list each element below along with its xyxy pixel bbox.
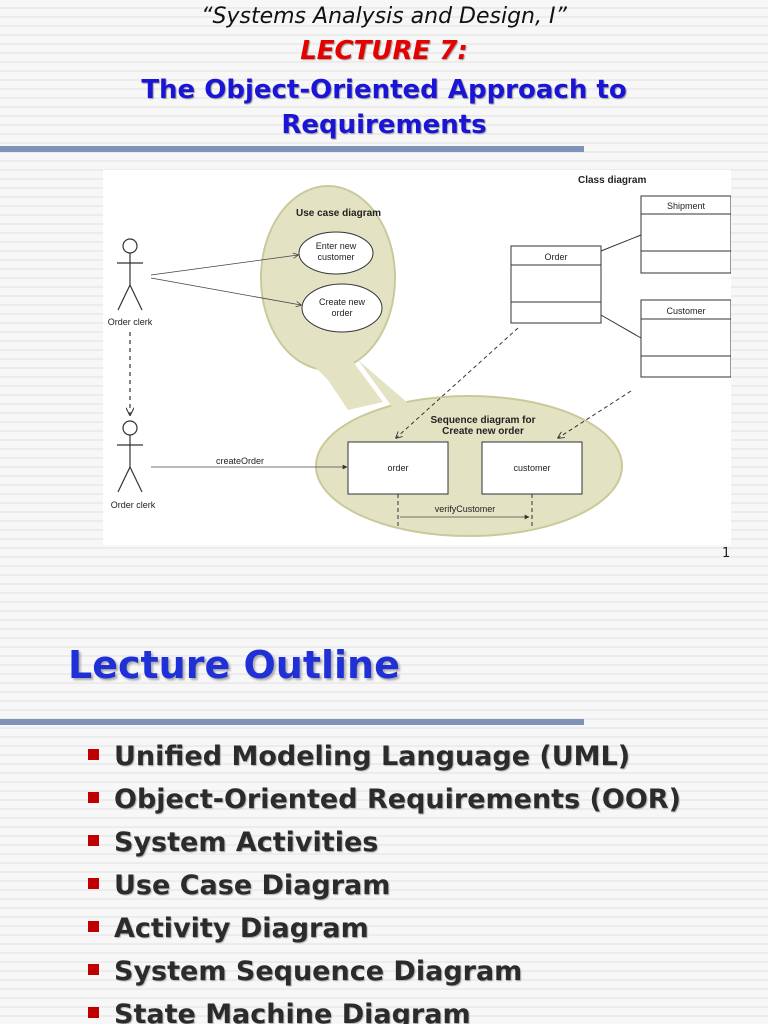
class-diagram-label: Class diagram (578, 175, 646, 186)
lifeline-order-name: order (387, 463, 408, 473)
use-case-create-new-order: Create new order (301, 283, 383, 333)
trace-customer-to-sequence (558, 390, 632, 438)
bullet-square-icon (88, 878, 99, 889)
actor-label-top: Order clerk (108, 317, 153, 327)
bullet-square-icon (88, 1007, 99, 1018)
outline-item: System Sequence Diagram (84, 956, 681, 999)
class-order-name: Order (544, 252, 567, 262)
outline-item: System Activities (84, 827, 681, 870)
message-create-order-label: createOrder (216, 456, 264, 466)
sequence-label-line1: Sequence diagram for (430, 415, 535, 426)
sequence-label-line2: Create new order (442, 426, 524, 437)
actor-order-clerk-bottom (117, 420, 143, 493)
class-order: Order (510, 245, 602, 324)
use-case-enter-new-customer: Enter new customer (298, 231, 374, 275)
outline-item-text: Use Case Diagram (114, 870, 391, 901)
outline-item: Object-Oriented Requirements (OOR) (84, 784, 681, 827)
outline-title: Lecture Outline (68, 643, 400, 687)
outline-item-text: System Sequence Diagram (114, 956, 523, 987)
slide-2: Lecture Outline Unified Modeling Languag… (0, 575, 768, 1024)
sequence-bubble (315, 360, 623, 537)
use-case-create-line1: Create new (319, 297, 366, 307)
outline-item: Activity Diagram (84, 913, 681, 956)
lifeline-customer: customer (481, 441, 583, 526)
use-case-enter-line1: Enter new (316, 241, 357, 251)
class-customer-name: Customer (666, 306, 705, 316)
page-number: 1 (722, 546, 731, 561)
trace-order-to-sequence (396, 327, 519, 438)
actor-label-bottom: Order clerk (111, 500, 156, 510)
use-case-diagram-label: Use case diagram (296, 208, 381, 219)
title-rule (0, 146, 584, 152)
actor-order-clerk-top (117, 238, 143, 311)
outline-item: Use Case Diagram (84, 870, 681, 913)
outline-item-text: Unified Modeling Language (UML) (114, 741, 631, 772)
bullet-square-icon (88, 921, 99, 932)
lifeline-order: order (347, 441, 449, 526)
use-case-enter-line2: customer (317, 252, 354, 262)
outline-item: State Machine Diagram (84, 999, 681, 1024)
outline-item-text: Activity Diagram (114, 913, 369, 944)
association-create-order (150, 277, 301, 305)
slide-1: “Systems Analysis and Design, I” LECTURE… (0, 4, 732, 561)
course-subtitle: “Systems Analysis and Design, I” (201, 4, 567, 29)
bullet-square-icon (88, 792, 99, 803)
bullet-square-icon (88, 964, 99, 975)
outline-item-text: System Activities (114, 827, 379, 858)
outline-item-text: State Machine Diagram (114, 999, 471, 1024)
bullet-square-icon (88, 835, 99, 846)
lifeline-customer-name: customer (513, 463, 550, 473)
lecture-title: The Object-Oriented Approach to Requirem… (141, 75, 627, 140)
association-order-customer (600, 314, 642, 339)
uml-diagram-svg: Class diagram Use case diagram Enter new… (108, 175, 732, 537)
association-enter-customer (150, 255, 298, 276)
class-customer: Customer (640, 299, 732, 378)
outline-item: Unified Modeling Language (UML) (84, 741, 681, 784)
lecture-number: LECTURE 7: (300, 36, 468, 66)
outline-list: Unified Modeling Language (UML) Object-O… (84, 741, 681, 1024)
outline-rule (0, 719, 584, 725)
outline-item-text: Object-Oriented Requirements (OOR) (114, 784, 681, 815)
class-shipment: Shipment (640, 195, 732, 274)
use-case-create-line2: order (331, 308, 352, 318)
uml-diagram-figure: Class diagram Use case diagram Enter new… (103, 170, 732, 545)
class-shipment-name: Shipment (667, 201, 706, 211)
message-verify-customer-label: verifyCustomer (435, 504, 496, 514)
bullet-square-icon (88, 749, 99, 760)
association-order-shipment (600, 234, 642, 252)
